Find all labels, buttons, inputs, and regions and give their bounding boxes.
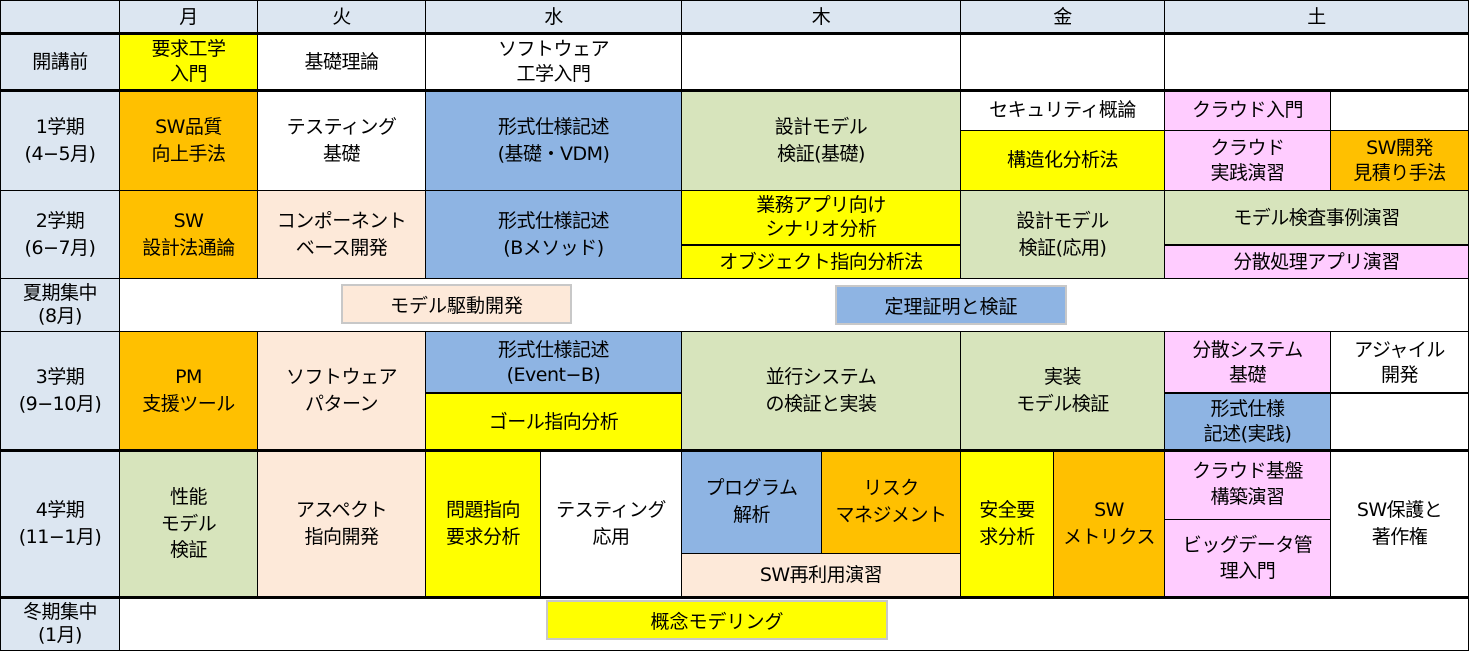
period-label: 4学期 (11−1月) (0, 450, 120, 598)
course-cell: 業務アプリ向け シナリオ分析 (681, 190, 961, 246)
course-cell: 概念モデリング (546, 600, 888, 640)
row-divider (0, 32, 1469, 35)
course-cell: コンポーネント ベース開発 (257, 190, 426, 279)
course-cell: 要求工学 入門 (119, 33, 258, 91)
course-cell: プログラム 解析 (681, 450, 822, 554)
course-cell: 性能 モデル 検証 (119, 450, 258, 598)
course-cell: 並行システム の検証と実装 (681, 331, 961, 451)
course-cell: モデル検査事例演習 (1164, 190, 1469, 246)
course-cell: 形式仕様 記述(実践) (1164, 392, 1331, 451)
course-cell: SW メトリクス (1053, 450, 1165, 598)
course-cell: 形式仕様記述 (基礎・VDM) (425, 90, 682, 191)
course-cell: 定理証明と検証 (835, 285, 1067, 325)
corner-cell (0, 0, 120, 34)
course-cell: SW保護と 著作権 (1330, 450, 1469, 598)
course-cell: SW再利用演習 (681, 553, 961, 598)
course-cell: クラウド入門 (1164, 90, 1331, 131)
day-header: 水 (425, 0, 682, 34)
day-header: 土 (1164, 0, 1469, 34)
course-cell: テスティング 応用 (540, 450, 682, 598)
empty-cell (1330, 392, 1469, 451)
row-divider (0, 449, 1469, 452)
course-cell: ビッグデータ管 理入門 (1164, 519, 1331, 598)
course-cell: 基礎理論 (257, 33, 426, 91)
course-cell: リスク マネジメント (821, 450, 961, 554)
empty-cell (1164, 33, 1469, 91)
course-cell: 設計モデル 検証(基礎) (681, 90, 961, 191)
course-cell: 分散処理アプリ演習 (1164, 244, 1469, 279)
period-label: 夏期集中 (8月) (0, 278, 120, 332)
course-cell: セキュリティ概論 (960, 90, 1165, 131)
row-divider (0, 596, 1469, 599)
course-cell: ソフトウェア パターン (257, 331, 426, 451)
course-cell: アジャイル 開発 (1330, 331, 1469, 394)
empty-cell (1330, 90, 1469, 131)
course-cell: SW 設計法通論 (119, 190, 258, 279)
day-header: 月 (119, 0, 258, 34)
course-cell: クラウド 実践演習 (1164, 130, 1331, 191)
course-cell: オブジェクト指向分析法 (681, 244, 961, 279)
course-cell: SW品質 向上手法 (119, 90, 258, 191)
course-cell: 実装 モデル検証 (960, 331, 1165, 451)
period-label: 3学期 (9−10月) (0, 331, 120, 451)
row-divider (0, 89, 1469, 92)
course-cell: 構造化分析法 (960, 130, 1165, 191)
course-cell: ソフトウェア 工学入門 (425, 33, 682, 91)
course-cell: 問題指向 要求分析 (425, 450, 541, 598)
period-label: 開講前 (0, 33, 120, 91)
course-cell: アスペクト 指向開発 (257, 450, 426, 598)
empty-cell (681, 33, 961, 91)
course-cell: PM 支援ツール (119, 331, 258, 451)
day-header: 火 (257, 0, 426, 34)
course-cell: モデル駆動開発 (341, 284, 572, 324)
course-cell: 設計モデル 検証(応用) (960, 190, 1165, 279)
course-cell: 形式仕様記述 (Event−B) (425, 331, 682, 394)
course-cell: 形式仕様記述 (Bメソッド) (425, 190, 682, 279)
course-cell: クラウド基盤 構築演習 (1164, 450, 1331, 520)
period-label: 冬期集中 (1月) (0, 597, 120, 651)
day-header: 木 (681, 0, 961, 34)
course-cell: 安全要 求分析 (960, 450, 1054, 598)
course-cell: SW開発 見積り手法 (1330, 130, 1469, 191)
period-label: 1学期 (4−5月) (0, 90, 120, 191)
period-label: 2学期 (6−7月) (0, 190, 120, 279)
day-header: 金 (960, 0, 1165, 34)
course-cell: ゴール指向分析 (425, 392, 682, 451)
empty-cell (960, 33, 1165, 91)
course-cell: 分散システム 基礎 (1164, 331, 1331, 394)
course-cell: テスティング 基礎 (257, 90, 426, 191)
intensive-row (119, 278, 1469, 332)
